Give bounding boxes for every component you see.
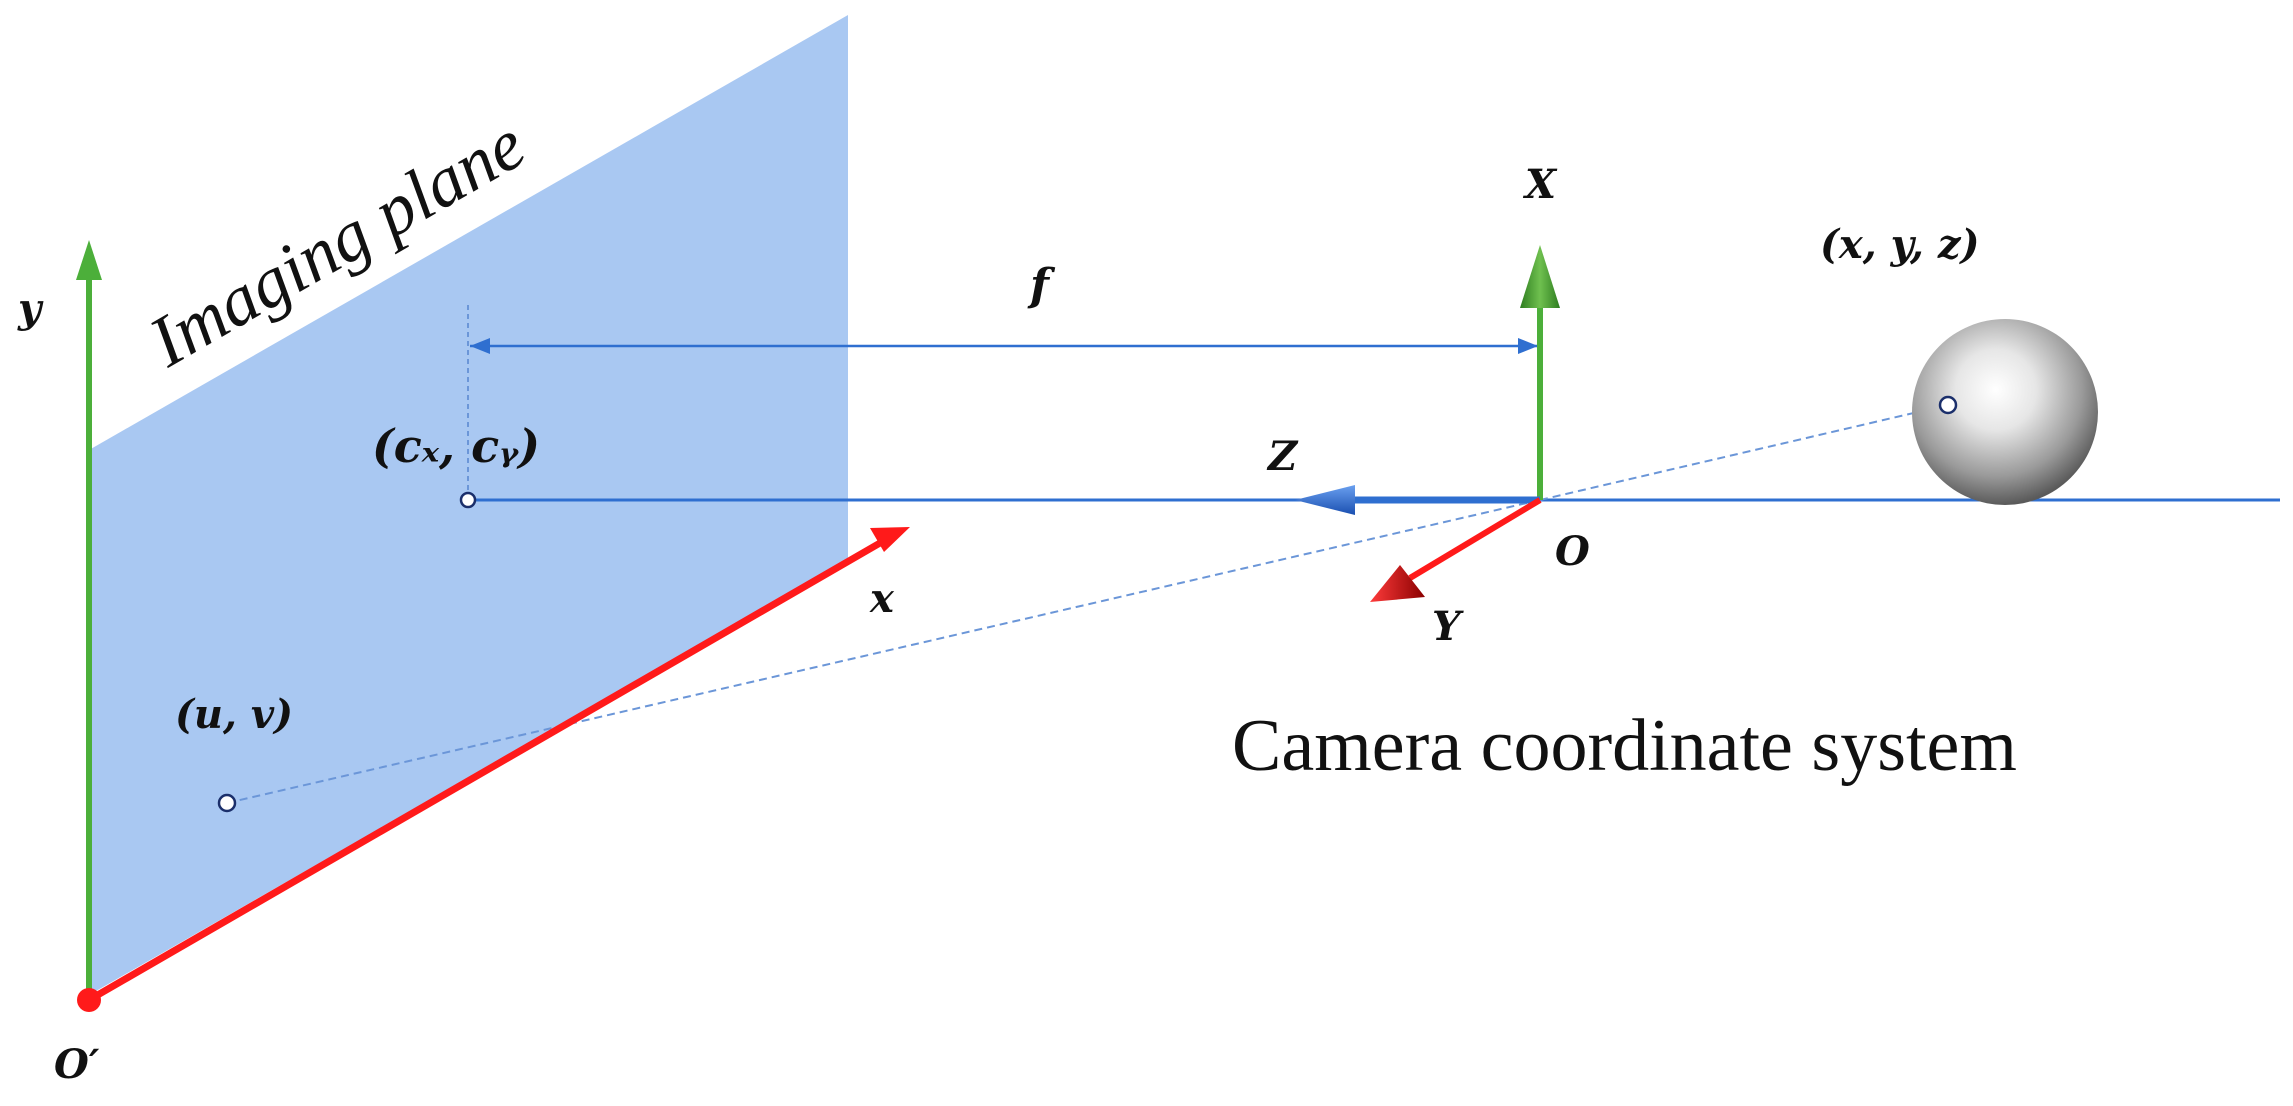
image-point-marker xyxy=(217,793,237,813)
image-y-axis-label: y xyxy=(17,285,44,332)
world-point-label: (x, y, z) xyxy=(1820,221,1980,268)
camera-system-label: Camera coordinate system xyxy=(1232,705,2017,787)
camera-Y-axis xyxy=(1408,497,1542,581)
image-origin-label: O′ xyxy=(54,1041,100,1088)
image-y-arrowhead xyxy=(76,240,102,280)
principal-point-marker xyxy=(459,491,477,509)
camera-Y-arrowhead xyxy=(1370,565,1425,602)
principal-point-label: (cₓ, cᵧ) xyxy=(372,419,540,473)
image-origin-dot xyxy=(77,988,101,1012)
focal-arrowhead-left xyxy=(470,338,490,354)
image-x-axis xyxy=(87,539,882,1004)
camera-origin-label: O xyxy=(1555,528,1590,575)
focal-length-label: f xyxy=(1027,260,1056,311)
world-object-sphere xyxy=(1912,319,2098,505)
camera-X-arrowhead xyxy=(1520,245,1560,308)
image-x-arrowhead xyxy=(870,527,910,552)
focal-arrowhead-right xyxy=(1518,338,1538,354)
image-x-axis-label: x xyxy=(869,575,895,622)
projection-ray-image xyxy=(226,499,1541,804)
projection-ray-world xyxy=(1539,404,1949,501)
camera-X-axis-label: X xyxy=(1522,161,1558,208)
camera-Z-arrowhead xyxy=(1295,485,1355,515)
world-point-marker xyxy=(1938,395,1958,415)
image-point-label: (u, v) xyxy=(175,691,293,738)
camera-Y-axis-label: Y xyxy=(1432,603,1464,650)
camera-Z-axis-label: Z xyxy=(1266,433,1299,480)
